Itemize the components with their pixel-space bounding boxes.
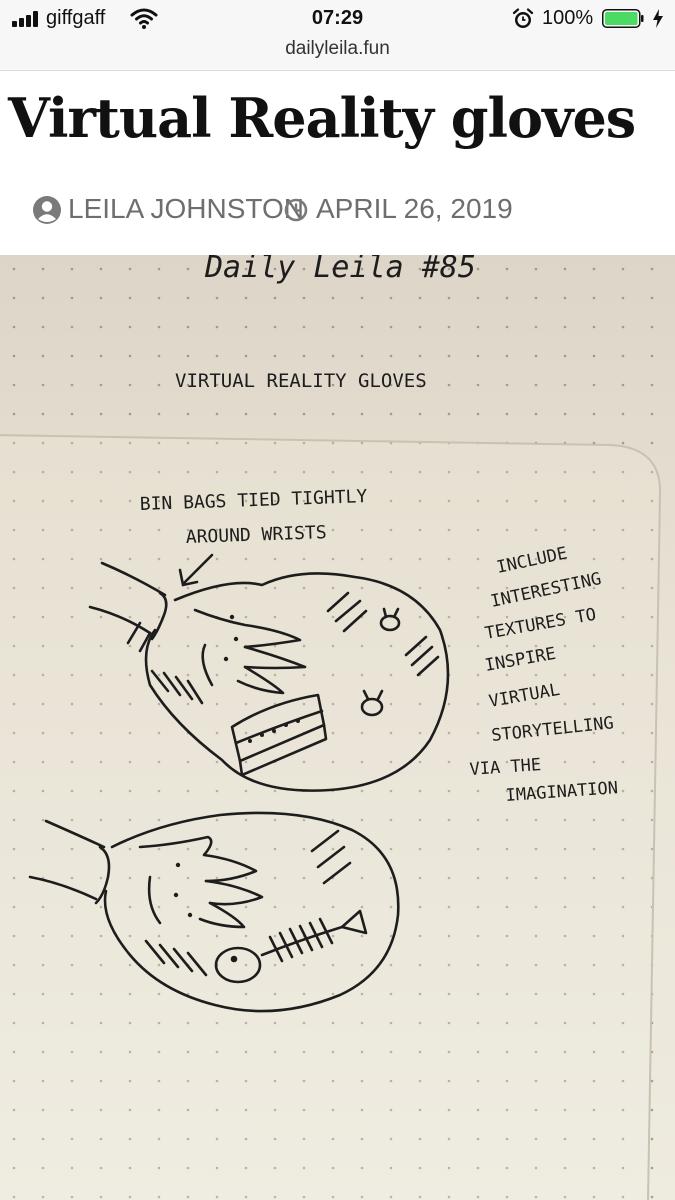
glove-sketch-top (88, 561, 450, 792)
user-icon (33, 196, 61, 224)
sketch-heading: Daily Leila #85 (204, 255, 476, 285)
article-photo: Daily Leila #85 VIRTUAL REALITY GLOVES B… (0, 255, 675, 1200)
status-time: 07:29 (311, 7, 364, 29)
clock-icon (284, 198, 308, 222)
article-header: Virtual Reality gloves LEILA JOHNSTON AP… (0, 71, 675, 255)
wifi-icon (130, 8, 158, 29)
article-meta: LEILA JOHNSTON APRIL 26, 2019 (32, 189, 662, 229)
article-title: Virtual Reality gloves (8, 86, 636, 150)
status-bar: giffgaff 07:29 100% (0, 0, 675, 38)
charging-bolt-icon (653, 9, 663, 28)
alarm-icon (512, 8, 534, 28)
note-around-wrists: AROUND WRISTS (185, 522, 327, 548)
battery-percentage: 100% (542, 7, 594, 29)
glove-sketch-bottom (28, 811, 400, 1013)
sketch-title: VIRTUAL REALITY GLOVES (175, 370, 427, 392)
svg-text:VIA THE: VIA THE (469, 755, 542, 780)
browser-top-bar: giffgaff 07:29 100% dailyleila.fun (0, 0, 675, 71)
signal-strength-icon (12, 11, 42, 27)
sketch-drawing: Daily Leila #85 VIRTUAL REALITY GLOVES B… (0, 255, 675, 1200)
battery-icon (602, 9, 644, 28)
article-date-link[interactable]: APRIL 26, 2019 (316, 193, 513, 224)
arrow-icon (182, 553, 214, 585)
carrier-name: giffgaff (46, 7, 106, 29)
article-author-link[interactable]: LEILA JOHNSTON (68, 193, 305, 224)
url-bar[interactable]: dailyleila.fun (285, 38, 390, 59)
